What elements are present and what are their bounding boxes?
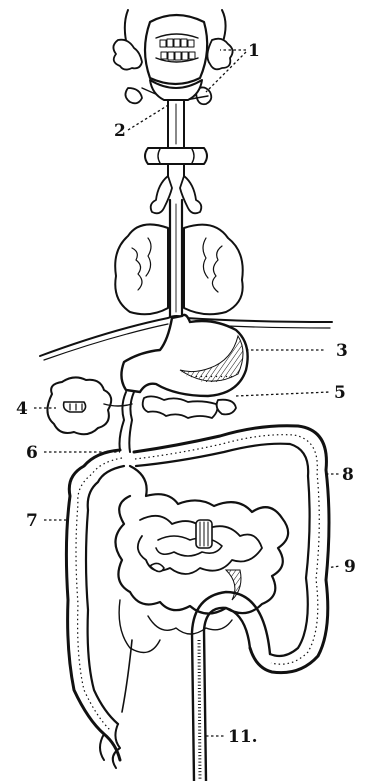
liver — [47, 377, 132, 434]
small-intestine — [115, 466, 288, 712]
label-4: 4 — [16, 399, 28, 419]
pancreas — [143, 396, 236, 418]
label-2: 2 — [114, 121, 126, 141]
duodenum — [120, 392, 135, 452]
label-8: 8 — [342, 465, 354, 485]
lungs — [115, 224, 243, 314]
teeth-upper — [160, 39, 194, 47]
stomach — [121, 315, 247, 396]
label-9: 9 — [344, 557, 356, 577]
label-11: 11. — [228, 727, 258, 747]
label-1: 1 — [248, 41, 260, 61]
label-5: 5 — [334, 383, 346, 403]
label-6: 6 — [26, 443, 38, 463]
label-7: 7 — [26, 511, 38, 531]
large-intestine — [66, 426, 329, 768]
teeth-lower — [161, 52, 195, 60]
label-3: 3 — [336, 341, 348, 361]
